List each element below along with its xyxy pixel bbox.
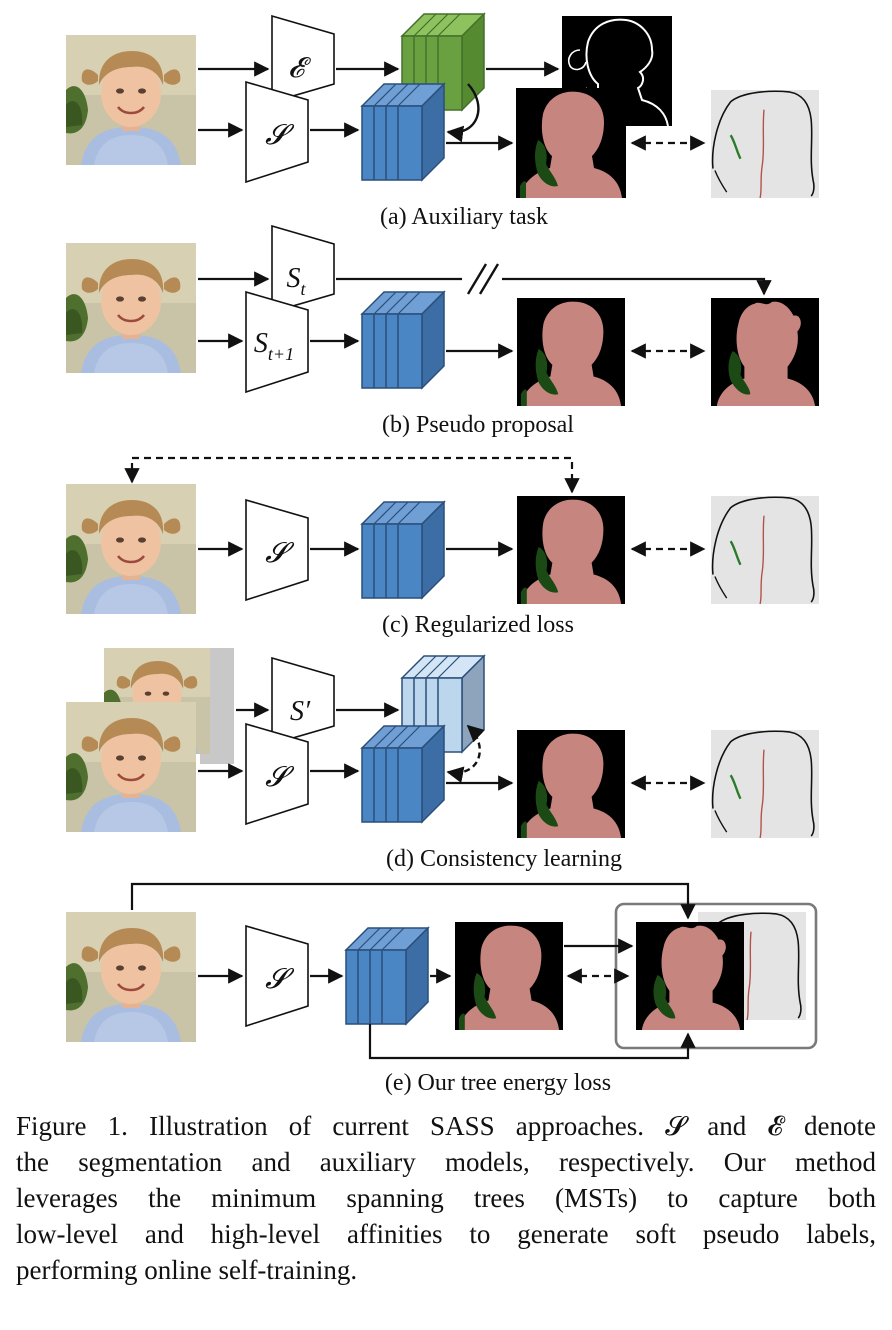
scribble-annotation [710,730,820,838]
row-e-label: (e) Our tree energy loss [385,1070,611,1096]
portrait-photo [66,702,196,832]
segmentation-mask [517,730,625,838]
segmentation-mask [455,922,563,1030]
row-a-auxiliary-task: 𝓔 𝓢 (a) Auxiliary task [66,13,820,230]
model-t-trapezoid [271,224,335,314]
portrait-photo [66,243,196,373]
row-a-label: (a) Auxiliary task [380,204,548,230]
row-d-consistency-learning: S′ 𝓢 (d) Consistency learning [66,648,820,872]
segmentation-model-trapezoid [245,722,309,826]
segmentation-feature-stack [361,501,445,599]
perturbed-model-label: S′ [290,696,311,727]
segmentation-mask [517,496,625,604]
caption-line: Figure 1. Illustration of current SASS a… [16,1111,876,1141]
segmentation-feature-stack [345,927,429,1025]
model-t-label: St [286,263,306,299]
row-d-label: (d) Consistency learning [386,846,622,872]
perturbed-model-trapezoid [271,656,335,746]
model-t-plus-1-trapezoid [245,290,309,394]
figure-diagram: 𝓔 𝓢 (a) Auxiliary task St St+1 [66,13,820,1096]
caption-line: low-level and high-level affinities to g… [16,1219,876,1249]
segmentation-feature-stack [361,725,445,823]
segmentation-feature-stack [361,83,445,181]
pseudo-label-mask [711,298,819,406]
row-c-regularized-loss: 𝓢 (c) Regularized loss [66,456,820,638]
segmentation-model-trapezoid [245,80,309,184]
auxiliary-model-trapezoid [271,14,335,104]
row-c-label: (c) Regularized loss [382,612,574,638]
segmentation-mask [516,88,626,198]
soft-pseudo-label-mask [636,922,744,1030]
portrait-photo [66,912,196,1042]
scribble-annotation [710,496,820,604]
caption-line: leverages the minimum spanning trees (MS… [16,1183,876,1213]
portrait-photo [66,484,196,614]
segmentation-mask [517,298,625,406]
scribble-annotation [710,90,820,198]
row-b-label: (b) Pseudo proposal [382,412,574,438]
segmentation-model-trapezoid [245,924,309,1028]
caption-line: the segmentation and auxiliary models, r… [16,1147,876,1177]
figure-caption: Figure 1. Illustration of current SASS a… [16,1108,876,1288]
row-e-tree-energy-loss: 𝓢 (e) Our tree energy loss [66,882,818,1096]
break-mark [466,263,488,295]
caption-line: performing online self-training. [16,1255,358,1285]
portrait-photo [66,35,196,165]
model-t-plus-1-label: St+1 [254,328,294,364]
segmentation-model-trapezoid [245,498,309,602]
segmentation-feature-stack [361,291,445,389]
row-b-pseudo-proposal: St St+1 (b) Pseudo proposal [66,224,819,438]
